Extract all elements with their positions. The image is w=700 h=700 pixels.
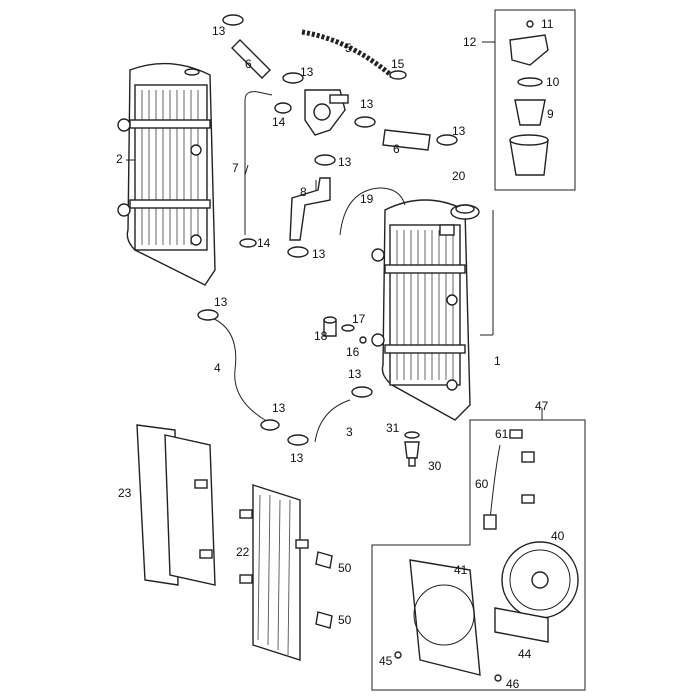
label-4: 4 bbox=[214, 361, 221, 375]
label-41: 41 bbox=[454, 563, 468, 577]
breather-hose bbox=[301, 29, 394, 78]
fan-wiring bbox=[489, 444, 501, 521]
label-13: 13 bbox=[452, 124, 466, 138]
hose-6-top bbox=[231, 39, 271, 79]
hose-3 bbox=[314, 399, 351, 443]
left-radiator bbox=[117, 62, 216, 286]
label-13: 13 bbox=[360, 97, 374, 111]
temperature-sensor bbox=[404, 431, 420, 467]
grommets bbox=[315, 551, 333, 629]
label-13: 13 bbox=[312, 247, 326, 261]
mounting-hardware bbox=[323, 316, 367, 344]
label-13: 13 bbox=[338, 155, 352, 169]
label-16: 16 bbox=[346, 345, 360, 359]
leader-lines bbox=[126, 159, 494, 336]
label-13: 13 bbox=[214, 295, 228, 309]
radiator-guard-23 bbox=[136, 424, 216, 586]
label-13: 13 bbox=[290, 451, 304, 465]
label-8: 8 bbox=[300, 185, 307, 199]
label-44: 44 bbox=[518, 647, 532, 661]
label-13: 13 bbox=[212, 24, 226, 38]
label-19: 19 bbox=[360, 192, 374, 206]
label-40: 40 bbox=[551, 529, 565, 543]
label-47: 47 bbox=[535, 399, 549, 413]
label-10: 10 bbox=[546, 75, 560, 89]
right-radiator bbox=[371, 199, 471, 421]
hose-6-right bbox=[382, 129, 431, 151]
hose-19 bbox=[339, 187, 406, 236]
hose-clamps bbox=[197, 14, 458, 446]
label-6-top: 6 bbox=[245, 57, 252, 71]
label-23: 23 bbox=[118, 486, 132, 500]
label-22: 22 bbox=[236, 545, 250, 559]
label-1: 1 bbox=[494, 354, 501, 368]
label-11: 11 bbox=[541, 17, 554, 31]
label-50: 50 bbox=[338, 561, 352, 575]
fan-kit-box bbox=[371, 408, 586, 691]
label-46: 46 bbox=[506, 677, 520, 691]
label-3: 3 bbox=[346, 425, 353, 439]
label-20: 20 bbox=[452, 169, 466, 183]
label-31: 31 bbox=[386, 421, 400, 435]
label-14: 14 bbox=[257, 236, 271, 250]
label-14: 14 bbox=[272, 115, 286, 129]
label-18: 18 bbox=[314, 329, 328, 343]
label-17: 17 bbox=[352, 312, 366, 326]
radiator-guard-22 bbox=[239, 484, 309, 661]
label-12: 12 bbox=[463, 35, 477, 49]
fan-bracket bbox=[494, 607, 549, 643]
label-2: 2 bbox=[116, 152, 123, 166]
callout-labels: 1 2 3 4 5 6 6 7 8 9 10 11 12 13 13 13 13… bbox=[116, 17, 565, 691]
hose-4 bbox=[211, 317, 266, 421]
label-30: 30 bbox=[428, 459, 442, 473]
water-pump bbox=[304, 89, 349, 136]
label-13: 13 bbox=[300, 65, 314, 79]
radiator-cap bbox=[450, 204, 480, 220]
label-60: 60 bbox=[475, 477, 489, 491]
label-6-right: 6 bbox=[393, 142, 400, 156]
label-5: 5 bbox=[345, 41, 352, 55]
hose-7 bbox=[244, 91, 273, 101]
label-50: 50 bbox=[338, 613, 352, 627]
label-9: 9 bbox=[547, 107, 554, 121]
label-61: 61 bbox=[495, 427, 509, 441]
thermostat-kit-box bbox=[482, 9, 576, 191]
label-13: 13 bbox=[348, 367, 362, 381]
fan-shroud bbox=[409, 559, 481, 676]
label-7: 7 bbox=[232, 161, 239, 175]
hoses bbox=[211, 39, 431, 443]
label-13: 13 bbox=[272, 401, 286, 415]
label-45: 45 bbox=[379, 654, 393, 668]
hose-8 bbox=[289, 177, 331, 241]
label-15: 15 bbox=[391, 57, 405, 71]
